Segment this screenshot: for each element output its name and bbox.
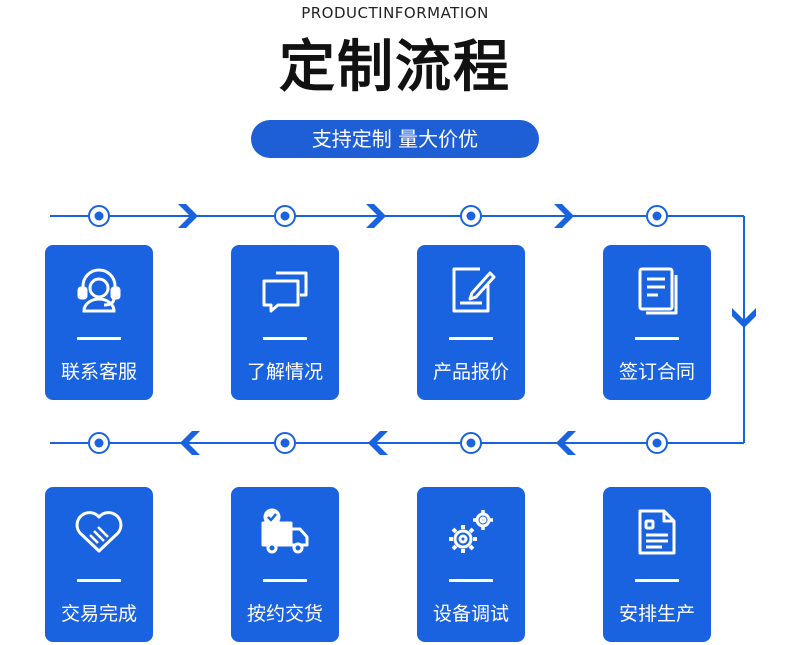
chevron-left-icon [556,431,576,455]
step-card-equipment-debug: 设备调试 [417,487,525,642]
step-label: 安排生产 [618,603,695,625]
flow-node [88,205,110,227]
gears-icon [446,507,496,557]
chevron-right-icon [366,204,386,228]
arrow-right-icons [178,204,574,228]
chevron-right-icon [554,204,574,228]
step-card-production: 安排生产 [603,487,711,642]
flow-nodes [88,205,668,454]
chevron-left-icon [368,431,388,455]
chevron-right-icon [178,204,198,228]
divider [263,337,307,340]
divider [77,579,121,582]
divider [263,579,307,582]
handshake-heart-icon [74,507,124,557]
step-label: 交易完成 [60,603,137,625]
step-card-contact-service: 联系客服 [45,245,153,400]
flow-node [88,432,110,454]
contract-icon [632,265,682,315]
step-label: 产品报价 [432,361,509,383]
tagline-badge: 支持定制 量大价优 [251,120,539,158]
flow-node [646,432,668,454]
flow-node [274,432,296,454]
step-card-understand: 了解情况 [231,245,339,400]
chat-bubbles-icon [260,265,310,315]
divider [77,337,121,340]
arrow-left-icons [180,431,576,455]
step-label: 了解情况 [246,361,323,383]
divider [635,337,679,340]
delivery-truck-icon [260,507,310,557]
flow-node [460,205,482,227]
step-card-delivery: 按约交货 [231,487,339,642]
customer-service-icon [74,265,124,315]
divider [449,337,493,340]
step-card-quotation: 产品报价 [417,245,525,400]
step-card-contract: 签订合同 [603,245,711,400]
flow-node [646,205,668,227]
edit-document-icon [446,265,496,315]
step-card-transaction-complete: 交易完成 [45,487,153,642]
step-label: 按约交货 [246,603,323,625]
step-label: 签订合同 [618,361,695,383]
step-label: 设备调试 [432,603,509,625]
flow-node [274,205,296,227]
production-document-icon [632,507,682,557]
page-title: 定制流程 [279,35,511,100]
step-label: 联系客服 [60,361,137,383]
divider [449,579,493,582]
subtitle-en: PRODUCTINFORMATION [301,4,489,22]
chevron-left-icon [180,431,200,455]
chevron-down-icon [732,308,756,328]
flow-node [460,432,482,454]
divider [635,579,679,582]
